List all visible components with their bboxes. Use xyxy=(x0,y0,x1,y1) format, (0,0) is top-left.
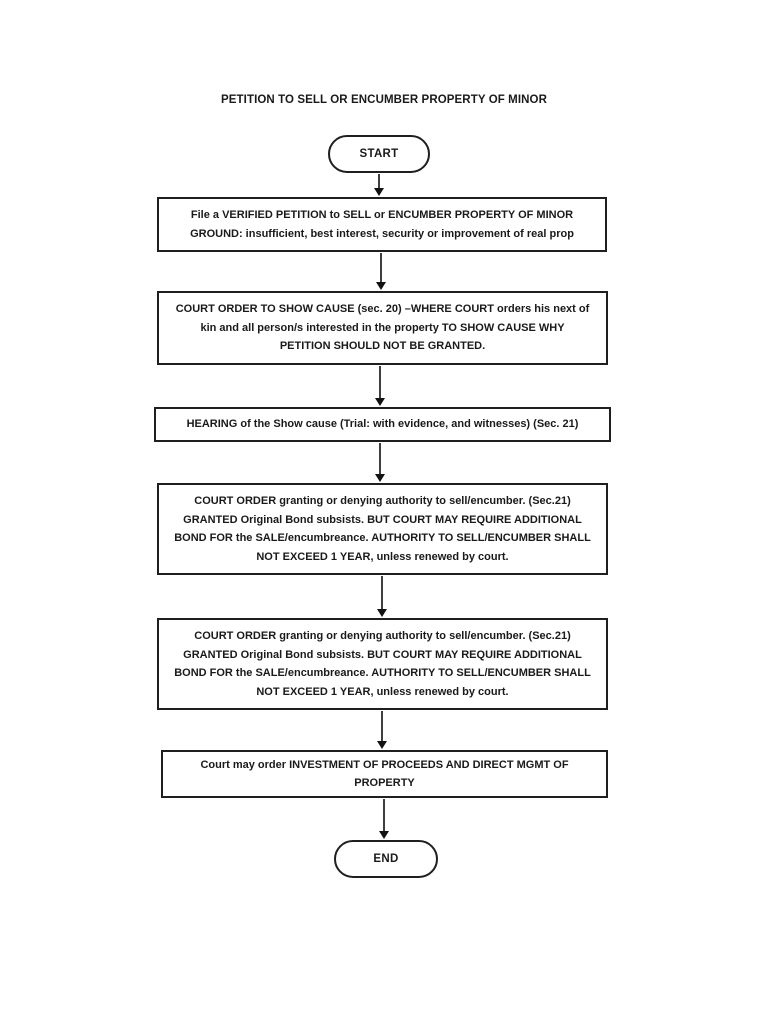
flow-arrow-start-to-step1 xyxy=(374,174,384,196)
arrow-down-icon xyxy=(374,188,384,196)
arrow-down-icon xyxy=(375,474,385,482)
arrow-line xyxy=(378,174,380,189)
start-node: START xyxy=(328,135,430,173)
flow-arrow-step2-to-step3 xyxy=(375,366,385,406)
flow-step-hearing-show-cause: HEARING of the Show cause (Trial: with e… xyxy=(154,407,611,442)
flow-step-investment-of-proceeds: Court may order INVESTMENT OF PROCEEDS A… xyxy=(161,750,608,798)
arrow-line xyxy=(379,366,381,399)
arrow-down-icon xyxy=(375,398,385,406)
arrow-line xyxy=(381,576,383,610)
page-title: PETITION TO SELL OR ENCUMBER PROPERTY OF… xyxy=(221,94,547,106)
flow-arrow-step5-to-step6 xyxy=(377,711,387,749)
arrow-down-icon xyxy=(377,741,387,749)
arrow-line xyxy=(379,443,381,475)
flow-step-label: COURT ORDER granting or denying authorit… xyxy=(174,495,591,563)
flow-step-label: HEARING of the Show cause (Trial: with e… xyxy=(186,418,579,431)
flow-step-label: Court may order INVESTMENT OF PROCEEDS A… xyxy=(200,758,569,790)
flow-step-label: COURT ORDER granting or denying authorit… xyxy=(174,630,591,698)
end-node: END xyxy=(334,840,438,878)
arrow-line xyxy=(380,253,382,283)
flow-step-label: COURT ORDER TO SHOW CAUSE (sec. 20) –WHE… xyxy=(175,303,590,353)
flow-arrow-step4-to-step5 xyxy=(377,576,387,617)
arrow-down-icon xyxy=(376,282,386,290)
end-label: END xyxy=(373,852,399,865)
flow-step-court-order-show-cause: COURT ORDER TO SHOW CAUSE (sec. 20) –WHE… xyxy=(157,291,608,365)
flow-arrow-step3-to-step4 xyxy=(375,443,385,482)
start-label: START xyxy=(359,147,399,160)
flow-step-label: File a VERIFIED PETITION to SELL or ENCU… xyxy=(190,209,574,240)
flow-arrow-step1-to-step2 xyxy=(376,253,386,290)
arrow-down-icon xyxy=(377,609,387,617)
flow-step-file-verified-petition: File a VERIFIED PETITION to SELL or ENCU… xyxy=(157,197,607,252)
flow-step-court-order-granting-denying-2: COURT ORDER granting or denying authorit… xyxy=(157,618,608,710)
flow-step-court-order-granting-denying-1: COURT ORDER granting or denying authorit… xyxy=(157,483,608,575)
arrow-line xyxy=(381,711,383,742)
arrow-line xyxy=(383,799,385,832)
flow-arrow-step6-to-end xyxy=(379,799,389,839)
arrow-down-icon xyxy=(379,831,389,839)
